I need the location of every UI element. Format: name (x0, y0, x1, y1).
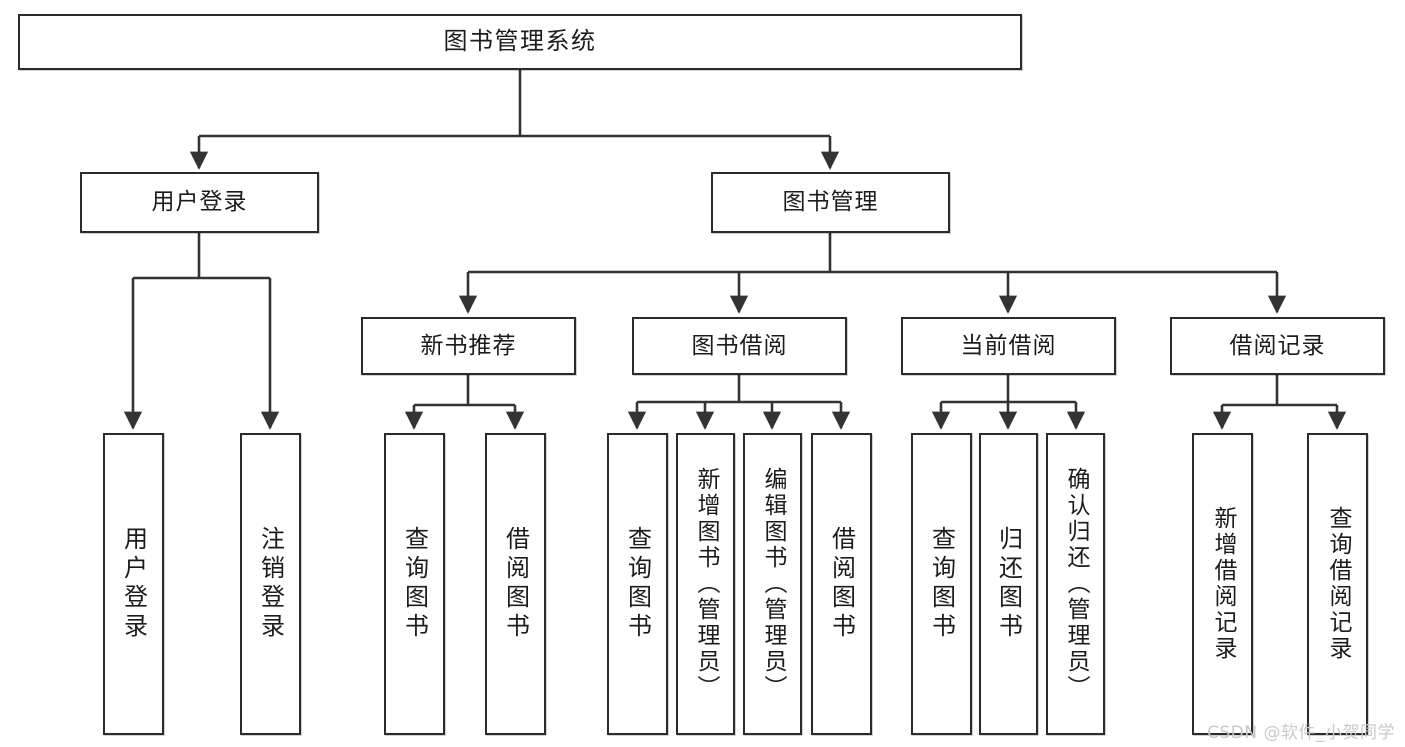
node-root-system-label: 图书管理系统 (443, 27, 597, 56)
node-leaf-return-book[interactable]: 归还图书 (979, 433, 1038, 735)
node-book-manage-label: 图书管理 (782, 189, 879, 216)
node-user-login-label: 用户登录 (151, 189, 248, 216)
node-leaf-confirm-return-label: 确认归还（管理员） (1063, 467, 1089, 701)
node-leaf-add-book-label: 新增图书（管理员） (693, 467, 719, 701)
node-leaf-borrow-book-1-label: 借阅图书 (501, 526, 530, 642)
node-leaf-query-book-1[interactable]: 查询图书 (384, 433, 445, 735)
node-leaf-user-login-label: 用户登录 (119, 526, 148, 642)
node-new-book-recommend-label: 新书推荐 (420, 332, 517, 359)
node-book-borrow[interactable]: 图书借阅 (632, 317, 847, 375)
csdn-watermark: CSDN @软件_小贺同学 (1207, 723, 1395, 743)
node-user-login[interactable]: 用户登录 (80, 172, 319, 233)
node-new-book-recommend[interactable]: 新书推荐 (361, 317, 576, 375)
node-leaf-edit-book[interactable]: 编辑图书（管理员） (743, 433, 802, 735)
node-leaf-query-book-3[interactable]: 查询图书 (911, 433, 972, 735)
node-leaf-borrow-book-2[interactable]: 借阅图书 (811, 433, 872, 735)
node-leaf-query-record[interactable]: 查询借阅记录 (1307, 433, 1368, 735)
node-current-borrow-label: 当前借阅 (960, 332, 1057, 359)
node-root-system[interactable]: 图书管理系统 (18, 14, 1022, 70)
node-leaf-logout-login-label: 注销登录 (256, 526, 285, 642)
node-leaf-return-book-label: 归还图书 (994, 526, 1023, 642)
node-leaf-logout-login[interactable]: 注销登录 (240, 433, 301, 735)
node-leaf-add-record[interactable]: 新增借阅记录 (1192, 433, 1253, 735)
node-leaf-confirm-return[interactable]: 确认归还（管理员） (1046, 433, 1105, 735)
node-leaf-edit-book-label: 编辑图书（管理员） (760, 467, 786, 701)
node-borrow-record[interactable]: 借阅记录 (1170, 317, 1385, 375)
node-leaf-query-book-1-label: 查询图书 (400, 526, 429, 642)
node-book-borrow-label: 图书借阅 (691, 332, 788, 359)
node-borrow-record-label: 借阅记录 (1229, 332, 1326, 359)
node-book-manage[interactable]: 图书管理 (711, 172, 950, 233)
node-leaf-query-book-2-label: 查询图书 (623, 526, 652, 642)
node-leaf-borrow-book-2-label: 借阅图书 (827, 526, 856, 642)
node-leaf-query-book-3-label: 查询图书 (927, 526, 956, 642)
node-leaf-query-book-2[interactable]: 查询图书 (607, 433, 668, 735)
node-current-borrow[interactable]: 当前借阅 (901, 317, 1116, 375)
node-leaf-user-login[interactable]: 用户登录 (103, 433, 164, 735)
node-leaf-add-book[interactable]: 新增图书（管理员） (676, 433, 735, 735)
node-leaf-borrow-book-1[interactable]: 借阅图书 (485, 433, 546, 735)
node-leaf-add-record-label: 新增借阅记录 (1210, 506, 1236, 662)
node-leaf-query-record-label: 查询借阅记录 (1325, 506, 1351, 662)
